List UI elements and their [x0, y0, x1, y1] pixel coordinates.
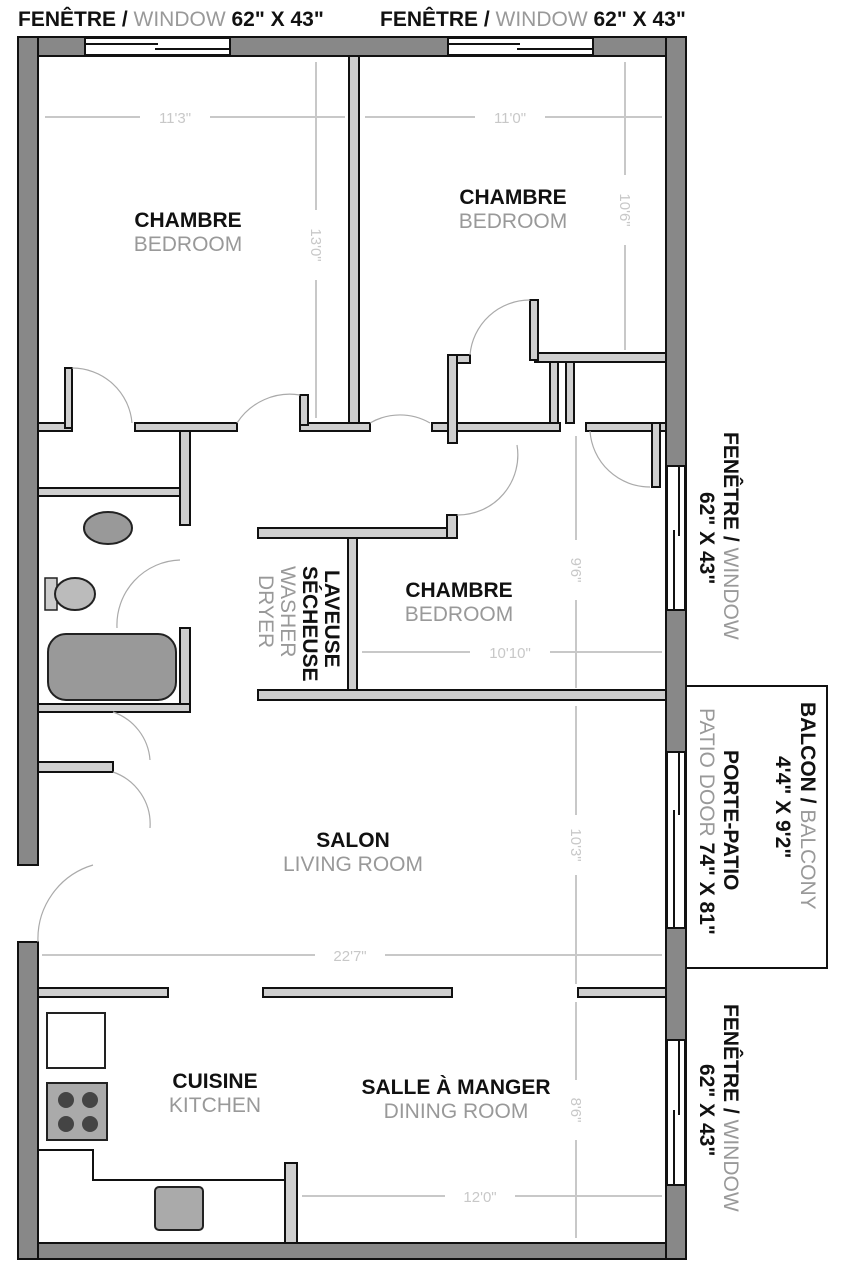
bedroom2-label-fr: CHAMBRE: [459, 186, 566, 209]
kitchen-label-fr: CUISINE: [172, 1070, 257, 1093]
svg-text:62" X 43": 62" X 43": [695, 1064, 718, 1156]
dining-label-en: DINING ROOM: [384, 1100, 529, 1123]
bedroom1-label-fr: CHAMBRE: [134, 209, 241, 232]
sink-icon: [83, 511, 133, 545]
dim-bedroom1-depth: 13'0": [307, 228, 324, 261]
bedroom3-label-fr: CHAMBRE: [405, 579, 512, 602]
windows: [84, 37, 686, 1186]
svg-text:BALCON / BALCONY: BALCON / BALCONY: [796, 702, 819, 910]
bedroom3-label-en: BEDROOM: [405, 603, 514, 626]
fixtures: [44, 511, 204, 1231]
living-label-fr: SALON: [316, 829, 390, 852]
laundry-label: LAVEUSE SÉCHEUSE WASHER DRYER: [254, 566, 343, 682]
window-label-top-left: FENÊTRE / WINDOW 62" X 43": [18, 7, 324, 31]
fridge-icon: [46, 1012, 106, 1069]
svg-text:PATIO DOOR 74" X 81": PATIO DOOR 74" X 81": [695, 708, 718, 935]
kitchen-sink-icon: [154, 1186, 204, 1231]
exterior-walls: [17, 36, 687, 1260]
dim-bedroom3-width: 10'10": [489, 645, 531, 662]
stove-icon: [46, 1082, 108, 1141]
bedroom1-label-en: BEDROOM: [134, 233, 243, 256]
svg-text:LAVEUSE: LAVEUSE: [320, 570, 343, 668]
window-label-top-right: FENÊTRE / WINDOW 62" X 43": [380, 7, 686, 31]
svg-text:PORTE-PATIO: PORTE-PATIO: [719, 750, 742, 890]
dim-bedroom2-width: 11'0": [494, 110, 526, 127]
interior-walls: [37, 55, 667, 1244]
patio-door-label: PORTE-PATIO PATIO DOOR 74" X 81": [695, 708, 742, 935]
kitchen-label-en: KITCHEN: [169, 1094, 261, 1117]
svg-text:DRYER: DRYER: [254, 575, 277, 648]
dim-bedroom1-width: 11'3": [159, 110, 191, 127]
dim-living-width: 22'7": [333, 948, 366, 965]
svg-text:FENÊTRE / WINDOW: FENÊTRE / WINDOW: [719, 1004, 743, 1212]
dim-living-depth: 10'3": [567, 828, 584, 861]
living-label-en: LIVING ROOM: [283, 853, 423, 876]
window-label-right-upper: FENÊTRE / WINDOW 62" X 43": [695, 432, 743, 640]
door-swings: [37, 299, 651, 943]
svg-text:SÉCHEUSE: SÉCHEUSE: [298, 566, 321, 682]
bathtub-icon: [47, 633, 177, 701]
balcony-label: BALCON / BALCONY 4'4" X 9'2": [771, 702, 819, 910]
toilet-icon: [54, 577, 96, 611]
svg-text:4'4" X 9'2": 4'4" X 9'2": [771, 756, 794, 858]
dining-label-fr: SALLE À MANGER: [362, 1076, 551, 1099]
balcony-outline: [685, 685, 828, 969]
svg-text:62" X 43": 62" X 43": [695, 492, 718, 584]
dim-dining-width: 12'0": [463, 1189, 496, 1206]
svg-text:FENÊTRE / WINDOW: FENÊTRE / WINDOW: [719, 432, 743, 640]
dim-dining-depth: 8'6": [567, 1098, 584, 1123]
svg-text:WASHER: WASHER: [276, 566, 299, 657]
bedroom2-label-en: BEDROOM: [459, 210, 568, 233]
dim-bedroom3-depth: 9'6": [567, 558, 584, 583]
window-label-right-lower: FENÊTRE / WINDOW 62" X 43": [695, 1004, 743, 1212]
dim-bedroom2-depth: 10'6": [616, 193, 633, 226]
